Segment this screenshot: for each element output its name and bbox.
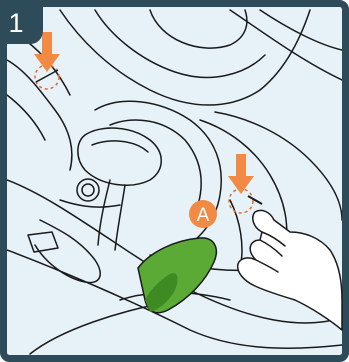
callout-badge: A xyxy=(189,200,217,228)
step-number-badge: 1 xyxy=(0,0,43,44)
callout-label: A xyxy=(197,205,210,226)
step-number: 1 xyxy=(8,8,23,38)
